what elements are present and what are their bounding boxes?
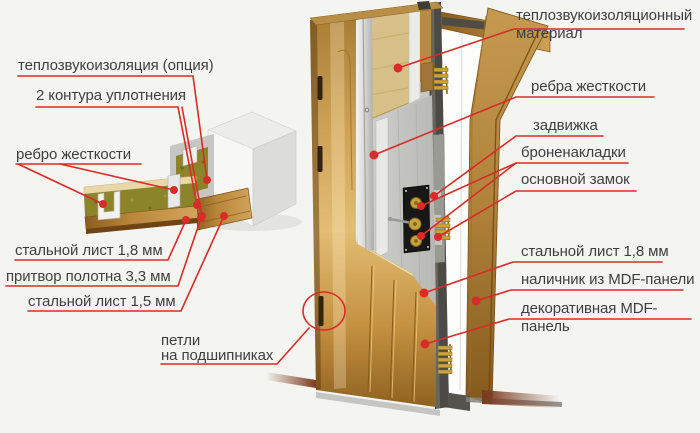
label-steel-sheet-18: стальной лист 1,8 мм [15,242,163,259]
inner-wood-strip [420,3,431,82]
leaf-rib-channel [97,190,121,221]
key [389,217,413,225]
label-steel-sheet-15: стальной лист 1,5 мм [28,293,176,310]
floor-right [482,390,560,408]
label-insulation-material: теплозвукоизоляционный материал [516,7,693,42]
label-main-lock: основной замок [521,171,630,188]
doorway-gap [441,24,500,396]
label-insulation-option: теплозвукоизоляция (опция) [18,57,214,74]
leaf-bottom-shadow [316,392,440,416]
hinge-bottom [437,343,453,375]
callout-dots [99,63,481,349]
callout-lines [5,28,692,365]
rib-channel [375,116,389,259]
rib-channel-right [408,5,421,105]
label-deadbolt: задвижка [533,117,598,134]
label-decorative-mdf-panel: декоративная MDF-панель [521,300,658,335]
label-stiffening-rib: ребро жесткости [16,146,132,163]
label-seal-contours: 2 контура уплотнения [36,87,186,104]
label-bearing-hinges: петли на подшипниках [161,332,274,364]
label-armor-plates: броненакладки [521,144,626,161]
hinge-mortise [318,296,324,326]
hinge-highlight-circle [302,291,346,331]
decorative-panel [310,14,436,407]
floor-left [266,372,316,388]
hinge-mortise [317,146,323,172]
door-hinges [433,65,453,375]
hinge-plate [420,61,434,93]
door-leaf [309,1,449,416]
leaf-section-bar [83,173,199,234]
insulation-panel [366,7,412,121]
hinge-mortise [317,76,323,100]
label-leaf-rebate: притвор полотна 3,3 мм [6,268,171,285]
steel-strip [354,12,374,252]
leaf-top-edge [309,1,444,26]
label-stiffening-ribs: ребра жесткости [531,78,647,95]
door-frame [266,7,562,411]
label-mdf-casing: наличник из MDF-панели [521,271,695,288]
label-steel-sheet-18-right: стальной лист 1,8 мм [521,243,669,260]
hinge-top [433,65,449,95]
